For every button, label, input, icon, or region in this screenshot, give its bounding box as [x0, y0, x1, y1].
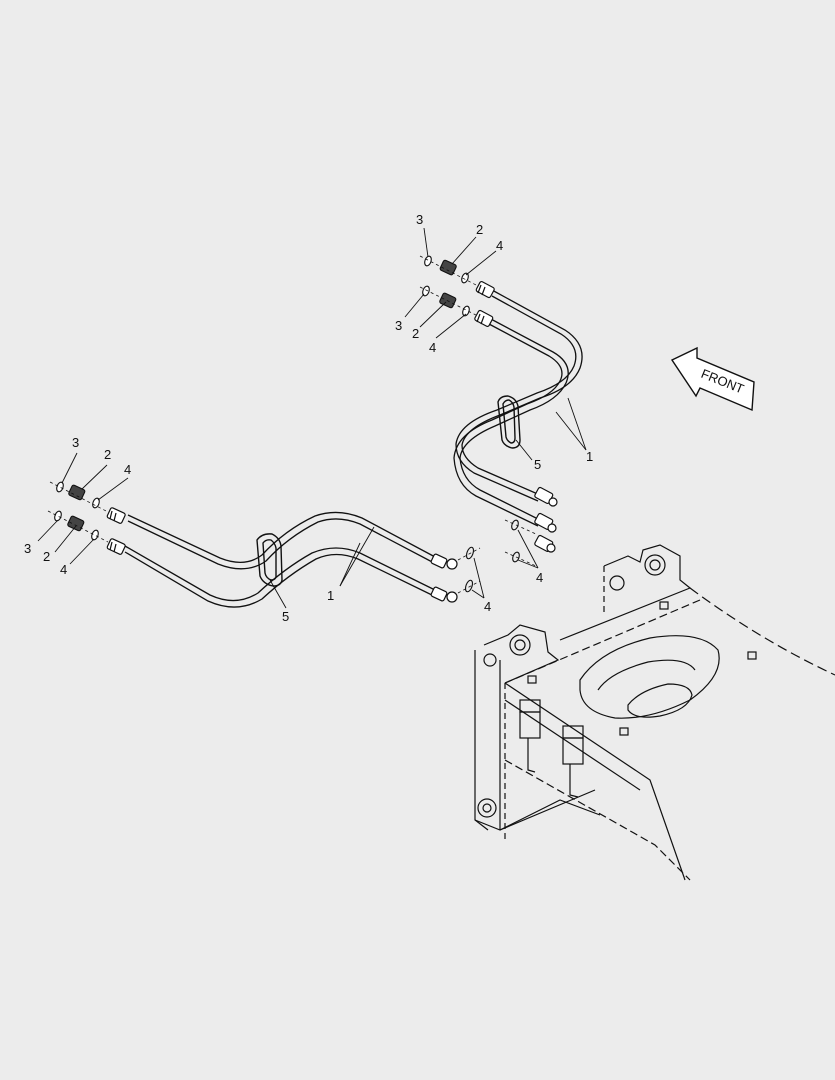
- callout-3-left-top: 3: [72, 435, 79, 450]
- callout-3-top: 3: [416, 212, 423, 227]
- callout-1-left: 1: [327, 588, 334, 603]
- callout-2-left-bot: 2: [43, 549, 50, 564]
- leader-lines: [37, 227, 587, 609]
- callout-2-top: 2: [476, 222, 483, 237]
- adapter-parts-right: [422, 255, 470, 317]
- clamp-right: [497, 395, 521, 449]
- hose-assembly-right: [453, 289, 583, 527]
- callout-numbers: 3 2 4 3 2 4 5 1 4 3 2 4 3 2 4 5 1 4: [24, 212, 593, 624]
- dashed-axis-lines-left: [47, 481, 481, 594]
- callout-4-center: 4: [484, 599, 491, 614]
- front-direction-arrow: FRONT: [670, 346, 755, 412]
- hose-fittings-right-bottom: [534, 486, 558, 553]
- callout-4-left-bot: 4: [60, 562, 67, 577]
- callout-3-left-bot: 3: [24, 541, 31, 556]
- adapter-parts-left: [54, 481, 475, 593]
- callout-1-right: 1: [586, 449, 593, 464]
- callout-4-top: 4: [496, 238, 503, 253]
- callout-2-mid: 2: [412, 326, 419, 341]
- callout-3-mid: 3: [395, 318, 402, 333]
- clamp-left: [256, 533, 283, 587]
- dashed-axis-lines-right: [419, 255, 479, 317]
- callout-4-mid: 4: [429, 340, 436, 355]
- callout-4-left-top: 4: [124, 462, 131, 477]
- callout-4-right: 4: [536, 570, 543, 585]
- o-rings-right-bottom: [504, 519, 537, 567]
- callout-5-left: 5: [282, 609, 289, 624]
- hose-assembly-left: [124, 511, 438, 608]
- hose-fittings-right-top: [474, 281, 495, 327]
- machine-frame: [474, 544, 835, 881]
- hose-fittings-left: [106, 507, 458, 603]
- callout-2-left-top: 2: [104, 447, 111, 462]
- callout-5-right: 5: [534, 457, 541, 472]
